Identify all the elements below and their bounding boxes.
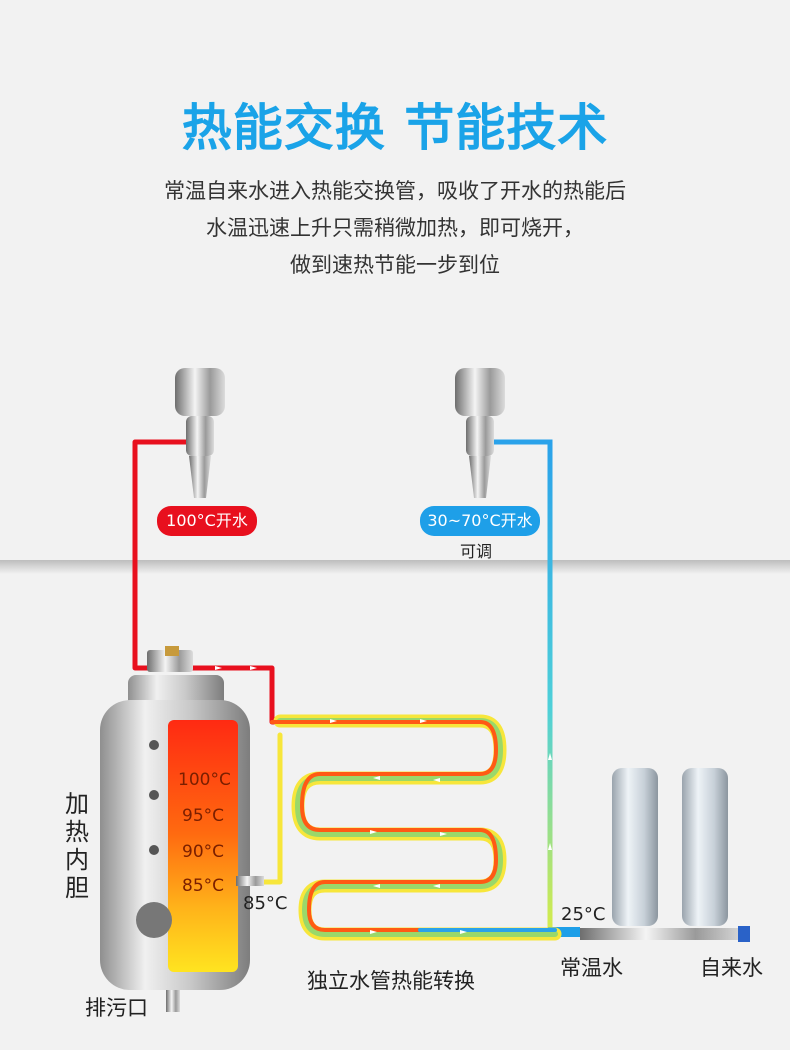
description-line-3: 做到速热节能一步到位 xyxy=(290,253,500,277)
faucet-right-graphic xyxy=(455,368,505,498)
tank-level-100: 100°C xyxy=(178,770,231,790)
faucet-left-graphic xyxy=(175,368,225,498)
faucet-right-sublabel: 可调 xyxy=(460,542,493,561)
heating-tank-graphic xyxy=(100,646,264,1012)
tank-label: 加热内胆 xyxy=(65,790,89,902)
water-filters-graphic xyxy=(580,768,750,942)
tank-level-90: 90°C xyxy=(182,842,225,862)
exchanger-label: 独立水管热能转换 xyxy=(307,969,475,993)
drain-label: 排污口 xyxy=(85,996,148,1020)
faucet-left-label: 100°C开水 xyxy=(157,506,257,536)
faucet-right-label: 30~70°C开水 xyxy=(420,506,540,536)
page-title: 热能交换 节能技术 xyxy=(181,99,609,157)
description-line-1: 常温自来水进入热能交换管，吸收了开水的热能后 xyxy=(164,179,626,203)
flow-arrows xyxy=(215,666,552,934)
tank-level-95: 95°C xyxy=(182,806,225,826)
warm-water-pipe xyxy=(488,439,553,930)
tank-level-85: 85°C xyxy=(182,876,225,896)
inlet-temp-label: 25°C xyxy=(561,904,606,925)
tap-water-label: 自来水 xyxy=(700,956,763,980)
heat-exchanger-coil xyxy=(259,714,562,941)
description-line-2: 水温迅速上升只需稍微加热，即可烧开， xyxy=(206,216,584,240)
outlet-temp-label: 85°C xyxy=(243,893,288,914)
wall-line xyxy=(0,560,790,574)
room-water-label: 常温水 xyxy=(560,956,623,980)
